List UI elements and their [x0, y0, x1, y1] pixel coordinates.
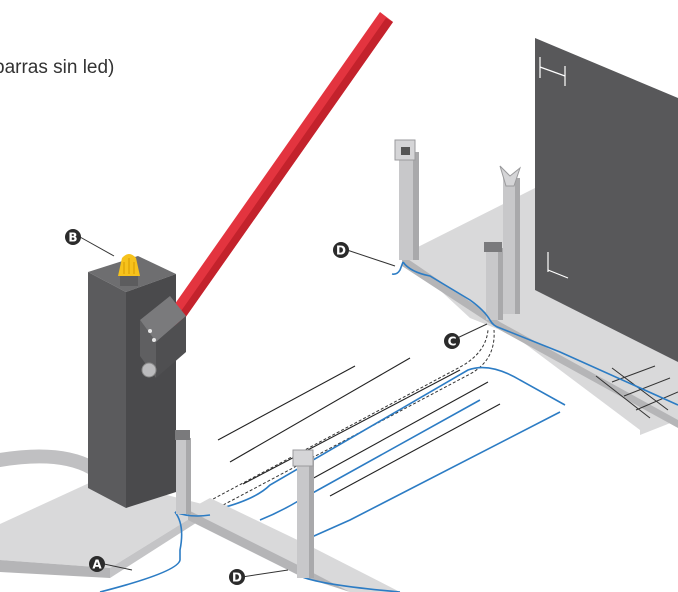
callout-c-label: C — [448, 335, 457, 349]
beacon-icon — [118, 254, 140, 286]
callout-a: A — [89, 556, 105, 572]
photocell-post-front-center — [292, 449, 314, 578]
photocell-post-mid — [484, 242, 503, 320]
photocell-post-rear-left — [394, 139, 419, 260]
barrier-cabinet — [88, 256, 176, 508]
loop-base-slab — [188, 498, 400, 592]
gate-slab-cables — [391, 261, 678, 406]
conduit-dashed-line — [209, 329, 495, 513]
photocell-post-front-left — [175, 430, 191, 514]
callout-c: C — [444, 333, 460, 349]
barrier-arm-mount — [140, 296, 186, 378]
callout-d-front-label: D — [232, 571, 242, 585]
callout-leaders — [79, 236, 488, 578]
callout-d-front: D — [229, 569, 245, 585]
callout-a-label: A — [92, 558, 102, 572]
detector-loop-lines — [217, 357, 501, 497]
barrier-arm — [165, 12, 393, 328]
callout-d-rear: D — [333, 242, 349, 258]
callout-d-rear-label: D — [336, 244, 346, 258]
ground-hose — [0, 449, 99, 475]
diagram-caption: parras sin led) — [0, 57, 115, 78]
barrier-base-slab — [0, 478, 210, 578]
gate-wall-panel — [535, 38, 678, 362]
callout-b-label: B — [68, 231, 77, 245]
conduit-dashed-line-2 — [199, 329, 489, 507]
callout-b: B — [65, 229, 81, 245]
photocell-post-rear-right — [499, 165, 522, 314]
